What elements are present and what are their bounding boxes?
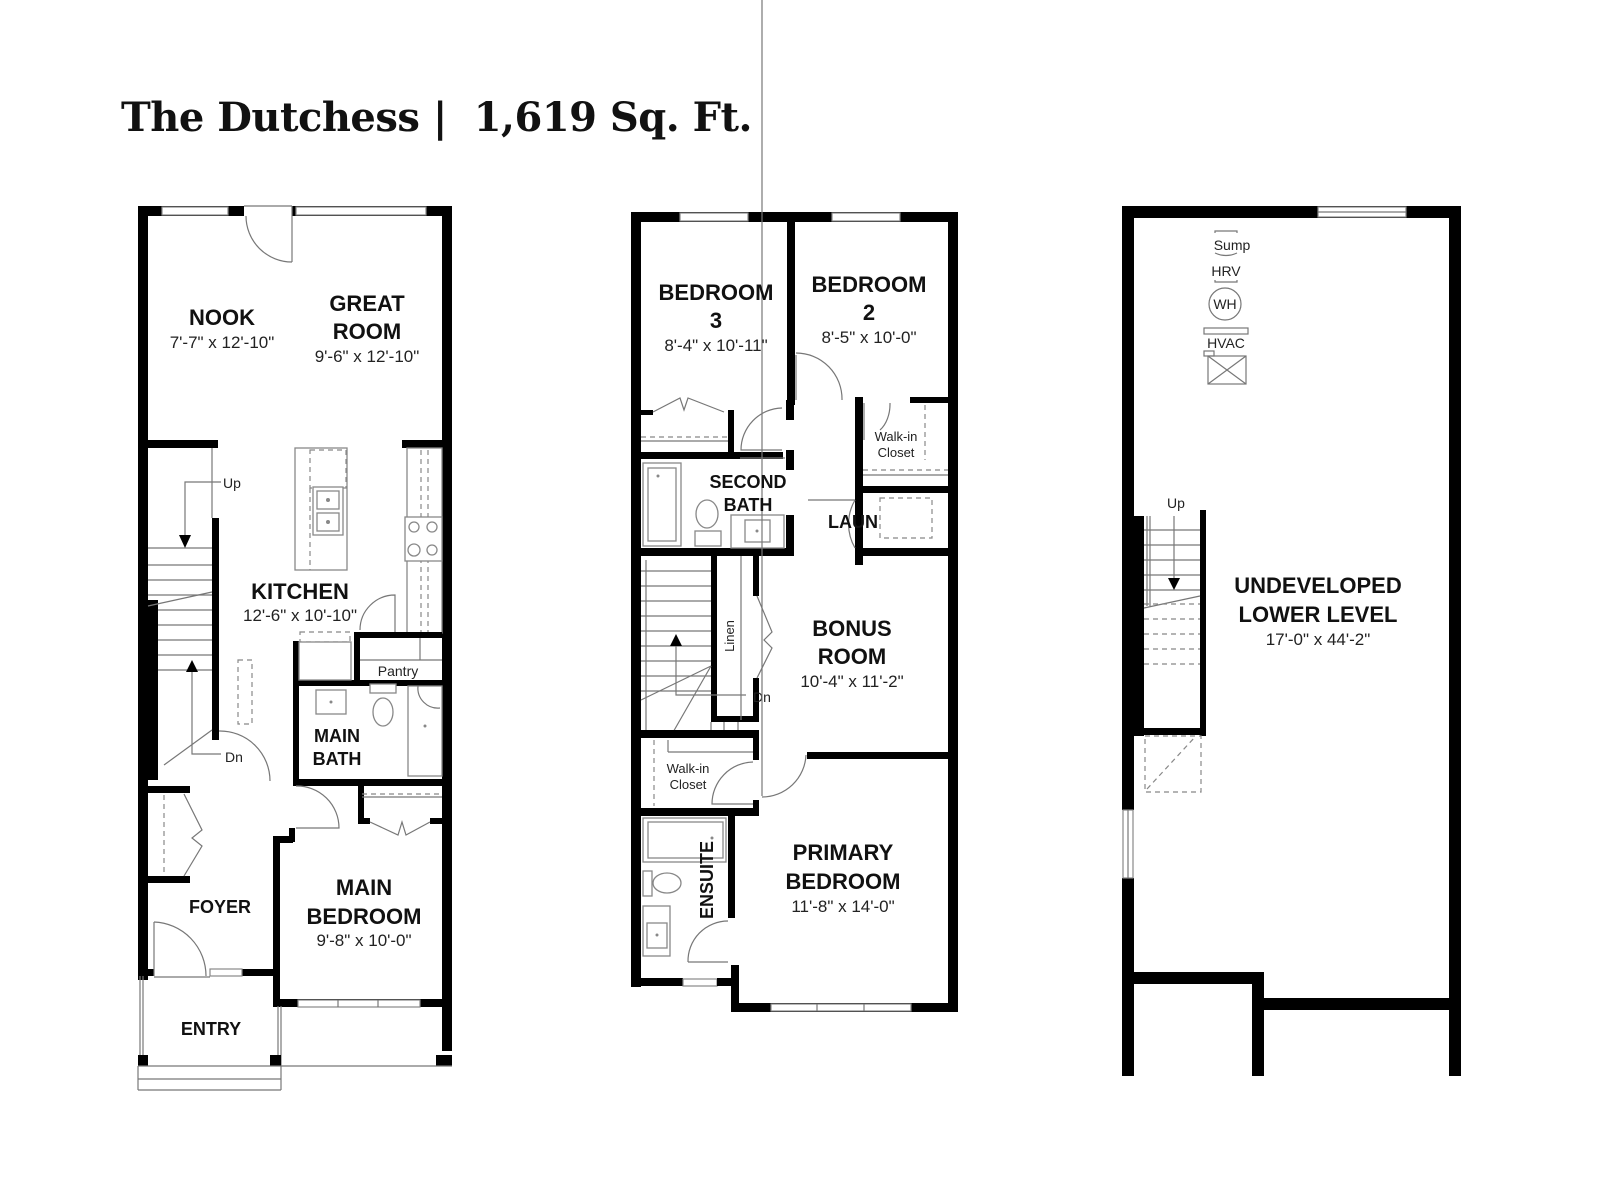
- bedroom2-label-1: BEDROOM: [812, 272, 927, 297]
- second-bath-label-2: BATH: [724, 495, 773, 515]
- hvac-label: HVAC: [1207, 335, 1245, 351]
- main-stairs: Up Dn: [147, 448, 271, 782]
- lower-floor-plan: Sump HRV WH HVAC: [1122, 206, 1461, 1076]
- nook-dims: 7'-7" x 12'-10": [170, 333, 275, 352]
- kitchen-island: [294, 447, 348, 571]
- foyer-label: FOYER: [189, 897, 251, 917]
- bonus-room-dims: 10'-4" x 11'-2": [800, 672, 903, 691]
- great-room-dims: 9'-6" x 12'-10": [315, 347, 420, 366]
- bedroom3-dims: 8'-4" x 10'-11": [664, 336, 767, 355]
- bonus-room-label-1: BONUS: [812, 616, 891, 641]
- main-bedroom-dims: 9'-8" x 10'-0": [316, 931, 411, 950]
- bedroom3-label-2: 3: [710, 308, 722, 333]
- walkin-closet-1-line2: Closet: [878, 445, 915, 460]
- main-bedroom-label-2: BEDROOM: [307, 904, 422, 929]
- entry-label: ENTRY: [181, 1019, 241, 1039]
- undeveloped-label-2: LOWER LEVEL: [1239, 602, 1398, 627]
- main-floor-plan: Up Dn: [137, 204, 452, 1091]
- stair-down-label: Dn: [225, 749, 243, 765]
- main-bath-fixtures: [315, 683, 443, 777]
- main-bath-label-1: MAIN: [314, 726, 360, 746]
- water-heater-icon: [1208, 287, 1242, 321]
- hrv-label: HRV: [1211, 263, 1241, 279]
- walkin-closet-2-line1: Walk-in: [667, 761, 710, 776]
- undeveloped-dims: 17'-0" x 44'-2": [1266, 630, 1371, 649]
- second-bath-label-1: SECOND: [709, 472, 786, 492]
- bonus-room-label-2: ROOM: [818, 644, 886, 669]
- main-bedroom-label-1: MAIN: [336, 875, 392, 900]
- walkin-closet-2-line2: Closet: [670, 777, 707, 792]
- bedroom3-label-1: BEDROOM: [659, 280, 774, 305]
- mechanical-equipment: Sump HRV WH HVAC: [1203, 230, 1251, 385]
- wh-label: WH: [1213, 296, 1236, 312]
- walkin-closet-1-line1: Walk-in: [875, 429, 918, 444]
- upper-stairs: Dn: [640, 560, 771, 735]
- kitchen-counter: [404, 447, 443, 634]
- laundry-label: LAUN: [828, 512, 878, 532]
- bedroom2-dims: 8'-5" x 10'-0": [821, 328, 916, 347]
- primary-bedroom-label-2: BEDROOM: [786, 869, 901, 894]
- lower-stair-up-label: Up: [1167, 495, 1185, 511]
- nook-label: NOOK: [189, 305, 255, 330]
- kitchen-dims: 12'-6" x 10'-10": [243, 606, 357, 625]
- linen-label: Linen: [722, 620, 737, 652]
- bedroom2-label-2: 2: [863, 300, 875, 325]
- primary-bedroom-label-1: PRIMARY: [793, 840, 894, 865]
- upper-floor-plan: Walk-in Closet Linen: [631, 0, 958, 1012]
- stair-up-label: Up: [223, 475, 241, 491]
- lower-stairs: Up: [1134, 495, 1206, 793]
- undeveloped-label-1: UNDEVELOPED: [1234, 573, 1401, 598]
- plan-title: The Dutchess | 1,619 Sq. Ft.: [121, 94, 752, 141]
- sump-label: Sump: [1214, 237, 1251, 253]
- main-bath-label-2: BATH: [313, 749, 362, 769]
- primary-bedroom-dims: 11'-8" x 14'-0": [791, 897, 894, 916]
- ensuite-label: ENSUITE: [697, 841, 717, 919]
- great-room-label-2: ROOM: [333, 319, 401, 344]
- great-room-label-1: GREAT: [329, 291, 405, 316]
- pantry-label: Pantry: [378, 663, 418, 679]
- kitchen-label: KITCHEN: [251, 579, 349, 604]
